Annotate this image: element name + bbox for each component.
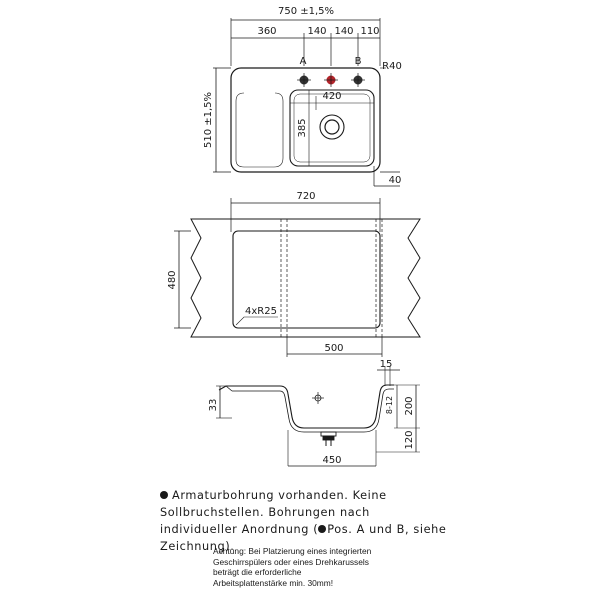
note-main-mid: Pos. A und B, siehe Zeichnung). (160, 523, 447, 553)
dim-seg-1: 360 (257, 26, 276, 37)
dim-seg-3: 140 (334, 26, 353, 37)
warning-line: Arbeitsplattenstärke min. 30mm! (213, 577, 334, 588)
dim-tolerance: 8-12 (385, 396, 394, 414)
warning-note: Achtung: Bei Platzierung eines integrier… (213, 546, 413, 588)
dim-height-left: 33 (208, 399, 219, 412)
dim-overall-width: 750 ±1,5% (278, 6, 334, 17)
dim-waste: 120 (404, 430, 415, 449)
bullet-icon (318, 525, 327, 533)
dim-bowl-depth: 385 (297, 118, 308, 137)
note-main: Armaturbohrung vorhanden. Keine Sollbruc… (160, 489, 387, 536)
dim-seg-2: 140 (307, 26, 326, 37)
label-pos-b: B (355, 56, 362, 67)
cutout-view (174, 198, 421, 357)
label-pos-a: A (300, 56, 307, 67)
top-view (213, 18, 400, 187)
warning-line: beträgt die erforderliche (213, 567, 302, 577)
dim-rim: 15 (380, 359, 393, 370)
dim-corner-radius: R40 (382, 61, 402, 72)
dim-cutout-width: 720 (296, 191, 315, 202)
dim-cutout-depth: 480 (167, 270, 178, 289)
dim-depth: 200 (404, 396, 415, 415)
bullet-icon (160, 491, 168, 499)
tap-hole-note: Armaturbohrung vorhanden. Keine Sollbruc… (160, 487, 450, 555)
dim-cutout-radius: 4xR25 (245, 306, 277, 317)
warning-line: Achtung: Bei Platzierung eines integrier… (213, 546, 372, 556)
dim-overall-depth: 510 ±1,5% (203, 92, 214, 148)
dim-cutout-bowl-width: 500 (324, 343, 343, 354)
tap-hole-note-text: Armaturbohrung vorhanden. Keine Sollbruc… (160, 487, 450, 555)
dim-section-bowl-width: 450 (322, 455, 341, 466)
dim-bowl-width: 420 (322, 91, 341, 102)
section-view (216, 366, 420, 467)
dim-seg-4: 110 (360, 26, 379, 37)
warning-line: Geschirrspülers oder eines Drehkarussels (213, 556, 369, 567)
dim-edge-offset: 40 (389, 175, 402, 186)
